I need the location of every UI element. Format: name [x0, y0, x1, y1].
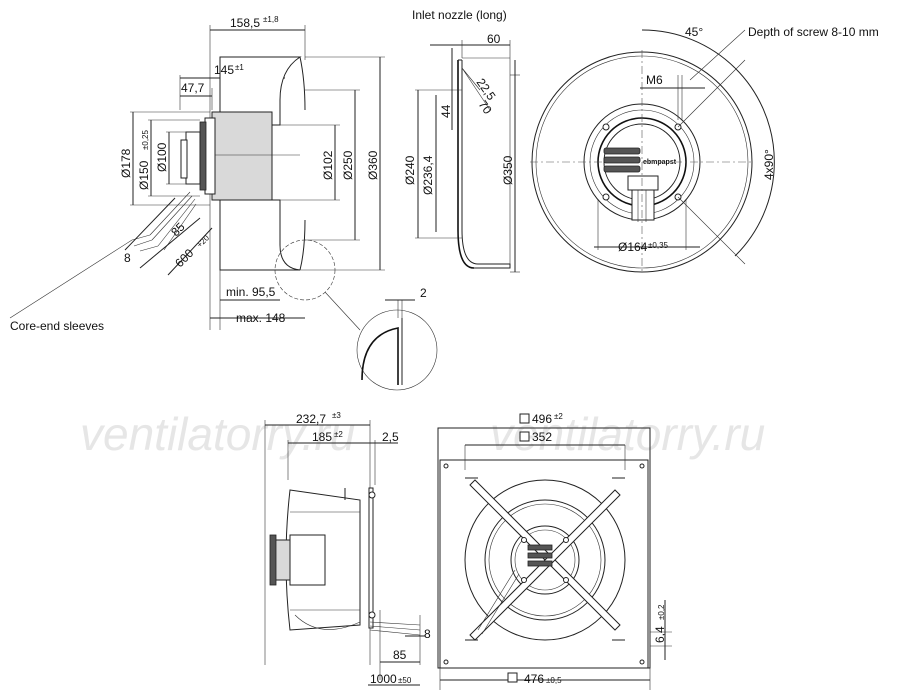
dim-145: 145	[214, 63, 234, 77]
dim-nozzle-70: 70	[476, 98, 495, 117]
dim-plate-cable-1000: 1000	[370, 672, 397, 686]
dim-nozzle-60: 60	[487, 32, 501, 46]
dim-plate-476-tol: ±0,5	[546, 676, 562, 685]
plate-side-view: 232,7 ±3 185 ±2 2,5 8 85 1000 ±50	[264, 411, 431, 686]
dim-cable-85: 85	[168, 220, 188, 240]
dim-185: 185	[312, 430, 332, 444]
dim-detail-2: 2	[420, 286, 427, 300]
front-view: ebmpapst M6 Depth of screw 8-10 mm 45° 4…	[530, 25, 879, 274]
dim-dia-250: Ø250	[341, 150, 355, 180]
dim-plate-hole-6-4: 6,4	[653, 626, 667, 643]
dim-2-5: 2,5	[382, 430, 399, 444]
dim-232: 232,7	[296, 412, 326, 426]
dim-max-148: max. 148	[236, 311, 286, 325]
dim-dia-164-tol: ±0,35	[648, 241, 669, 250]
label-core-end-sleeves: Core-end sleeves	[10, 319, 104, 333]
dim-cable-8: 8	[124, 251, 131, 265]
square-symbol-496	[519, 413, 530, 424]
inlet-nozzle-view: Inlet nozzle (long) 60 22,5 70 44 Ø240 Ø…	[403, 8, 520, 273]
detail-callout: 2	[356, 286, 438, 391]
dim-dia-150: Ø150	[137, 160, 151, 190]
dim-232-tol: ±3	[332, 411, 341, 420]
dim-nozzle-dia-350: Ø350	[501, 155, 515, 185]
dim-nozzle-dia-240: Ø240	[403, 155, 417, 185]
dim-158: 158,5	[230, 16, 260, 30]
dim-plate-cable-8: 8	[424, 627, 431, 641]
square-symbol-352	[519, 431, 530, 442]
dim-plate-476: 476	[524, 672, 544, 686]
dim-plate-496-tol: ±2	[554, 412, 563, 421]
brand-logo: ebmpapst	[643, 159, 677, 166]
watermark-right: ventilatorry.ru	[490, 408, 765, 460]
dim-m6: M6	[646, 73, 663, 87]
plate-front-view: 496 ±2 352 476 ±0,5 6,4 ±0,2	[437, 412, 672, 690]
dim-185-tol: ±2	[334, 430, 343, 439]
dim-dia-360: Ø360	[366, 150, 380, 180]
dim-plate-352: 352	[532, 430, 552, 444]
square-symbol-476	[507, 672, 518, 683]
dim-dia-100: Ø100	[155, 142, 169, 172]
dim-plate-cable-1000-tol: ±50	[398, 676, 412, 685]
dim-dia-102: Ø102	[321, 150, 335, 180]
dim-plate-hole-6-4-tol: ±0,2	[657, 604, 666, 620]
dim-nozzle-dia-236: Ø236,4	[421, 155, 435, 195]
dim-4x90: 4x90°	[762, 149, 776, 180]
dim-min-95: min. 95,5	[226, 285, 276, 299]
dim-dia-150-tol: ±0,25	[141, 129, 150, 150]
dim-plate-cable-85: 85	[393, 648, 407, 662]
dim-145-tol: ±1	[235, 63, 244, 72]
dim-plate-496: 496	[532, 412, 552, 426]
side-view: 158,5 ±1,8 145 ±1 47,7 Ø178 Ø150 ±0,25 Ø…	[9, 15, 385, 333]
watermark-left: ventilatorry.ru	[80, 408, 355, 460]
label-depth-of-screw: Depth of screw 8-10 mm	[748, 25, 879, 39]
label-inlet-nozzle: Inlet nozzle (long)	[412, 8, 507, 22]
dim-cable-600-tol: +20	[195, 233, 211, 249]
dim-nozzle-44: 44	[439, 104, 453, 118]
dim-angle-45: 45°	[685, 25, 703, 39]
dim-47: 47,7	[181, 81, 205, 95]
dim-158-tol: ±1,8	[263, 15, 279, 24]
dim-dia-178: Ø178	[119, 148, 133, 178]
dim-dia-164: Ø164	[618, 240, 648, 254]
